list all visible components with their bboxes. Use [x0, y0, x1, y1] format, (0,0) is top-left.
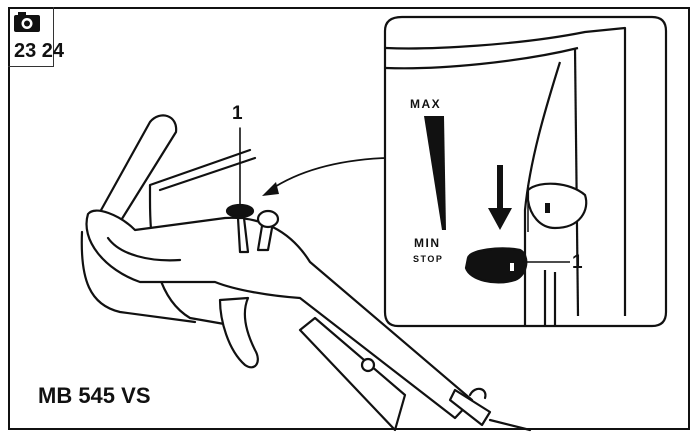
model-name: MB 545 VS — [38, 383, 151, 408]
camera-icon — [14, 12, 40, 32]
page-ref-box — [8, 7, 54, 67]
max-label: MAX — [410, 97, 442, 111]
figure-frame — [8, 7, 690, 430]
min-label: MIN — [414, 236, 441, 250]
page-references: 23 24 — [14, 40, 65, 62]
stop-label: STOP — [413, 254, 444, 264]
callout-1-main: 1 — [232, 103, 243, 124]
callout-1-detail: 1 — [572, 252, 583, 273]
